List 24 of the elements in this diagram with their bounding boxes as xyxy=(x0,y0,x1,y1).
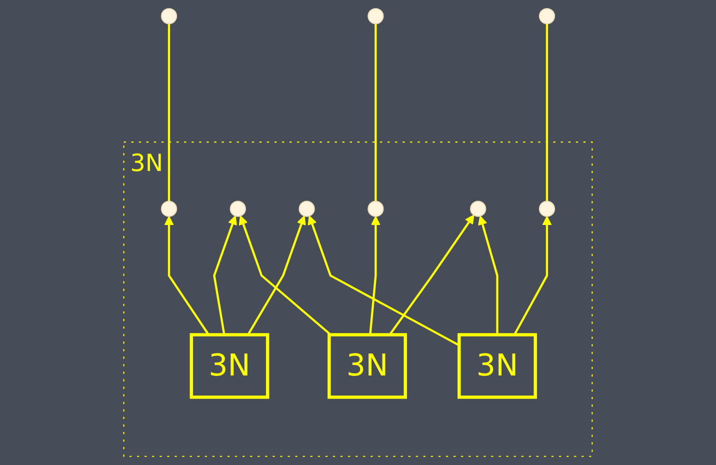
node-box: 3N xyxy=(328,333,407,399)
node-circle xyxy=(368,200,384,217)
node-circle xyxy=(470,200,486,217)
arrow xyxy=(164,216,210,336)
connector xyxy=(546,24,548,202)
arrow xyxy=(213,216,237,335)
node-circle xyxy=(160,200,178,217)
arrow xyxy=(308,216,460,346)
node-box: 3N xyxy=(458,333,537,399)
arrow xyxy=(513,216,552,336)
arrow xyxy=(247,216,306,336)
arrow xyxy=(478,216,498,335)
arrow xyxy=(388,214,474,336)
node-circle xyxy=(298,200,315,217)
arrow xyxy=(369,216,380,335)
node-circle xyxy=(538,8,556,24)
node-box: 3N xyxy=(190,333,270,399)
node-circle xyxy=(160,8,178,24)
node-circle xyxy=(538,200,556,217)
node-circle xyxy=(230,200,246,217)
connector xyxy=(374,24,377,202)
connector xyxy=(168,24,170,202)
node-circle xyxy=(368,8,384,24)
arrow xyxy=(238,216,332,336)
